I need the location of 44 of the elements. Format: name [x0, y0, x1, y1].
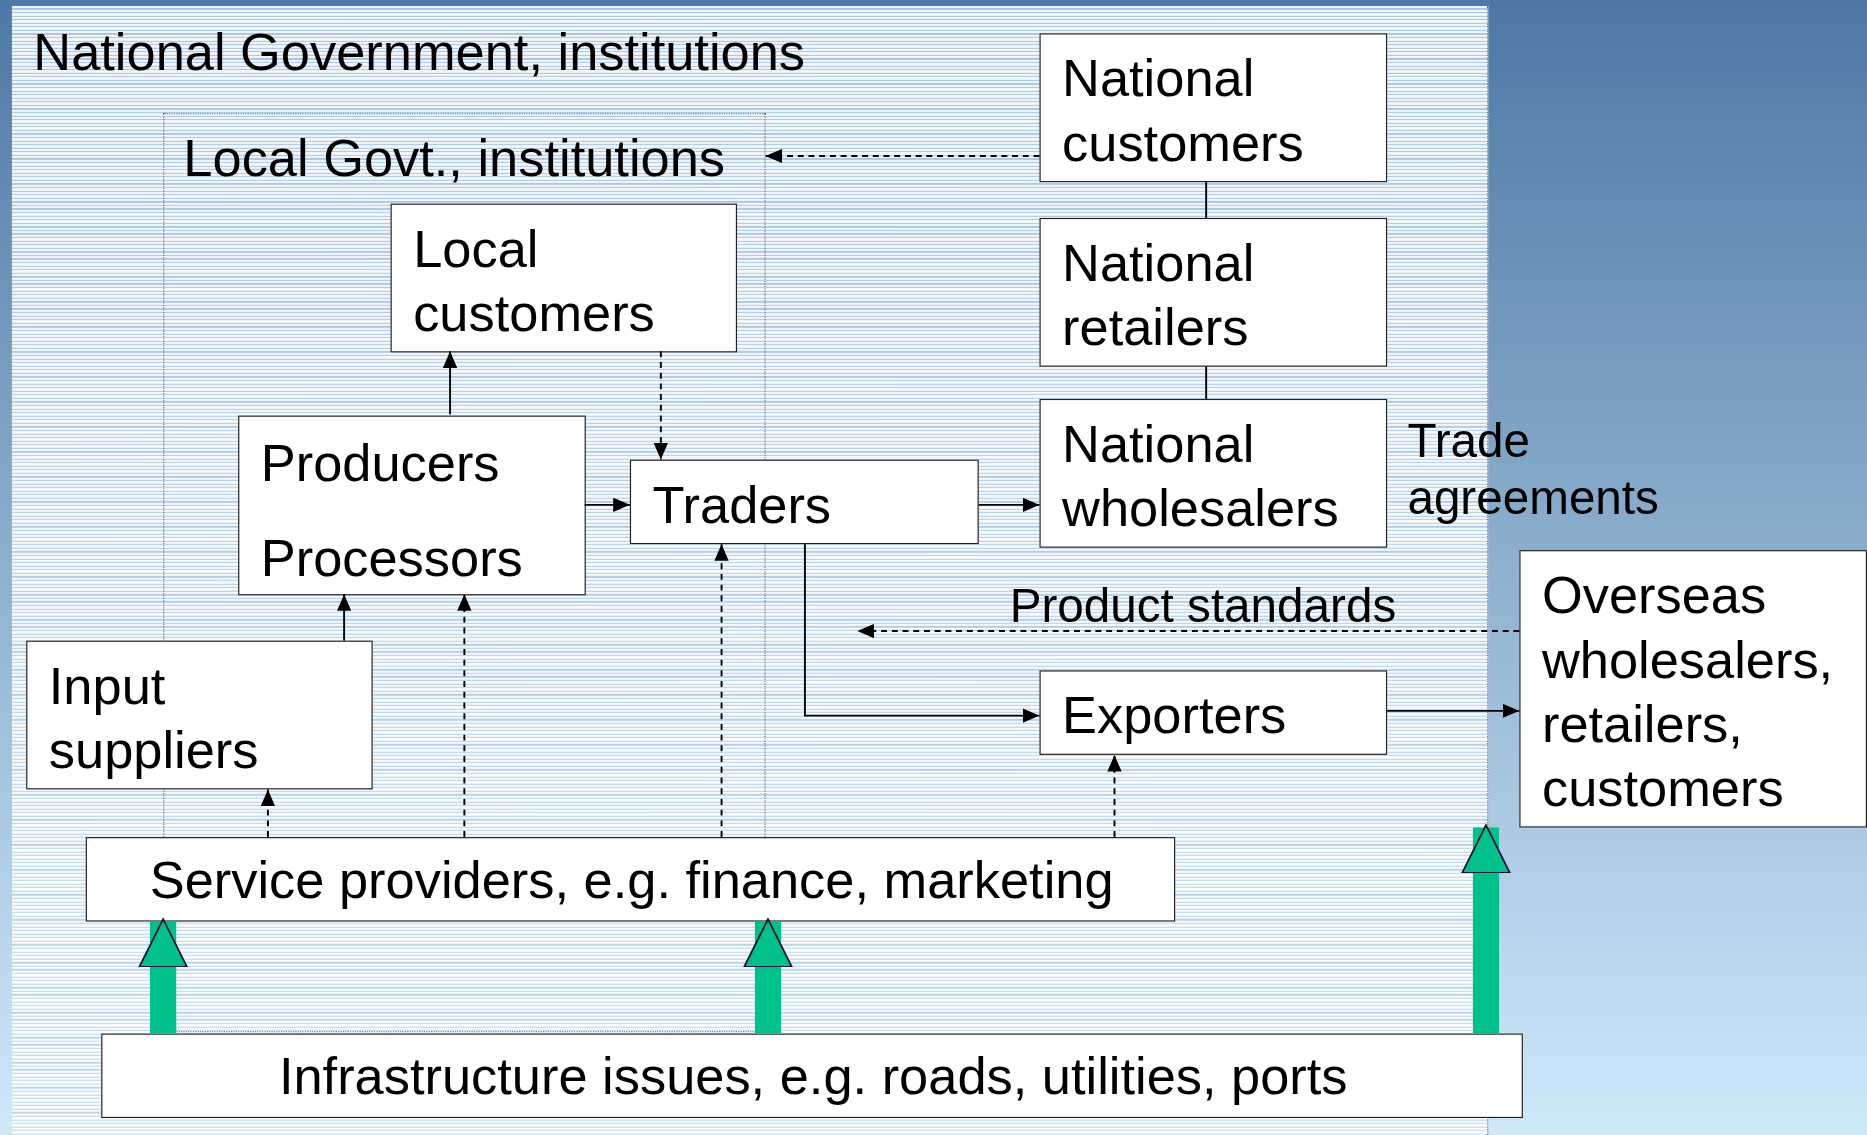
node-label: National retailers — [1062, 232, 1256, 358]
arrow — [714, 543, 729, 838]
arrow — [260, 788, 276, 838]
arrow — [336, 593, 352, 642]
producer-box — [238, 415, 586, 596]
block-arrow — [743, 918, 793, 1034]
region-title: Local Govt., institutions — [183, 127, 726, 189]
note-label: Trade agreements — [1407, 413, 1660, 526]
connector-line — [1205, 181, 1208, 219]
node-label: Exporters — [1062, 684, 1288, 747]
arrow — [977, 497, 1041, 512]
arrow — [803, 543, 1041, 723]
node-label: Service providers, e.g. finance, marketing — [148, 849, 1115, 911]
arrow — [1386, 703, 1521, 718]
node-label: National customers — [1062, 47, 1305, 174]
supplier-box — [26, 640, 373, 790]
arrow — [583, 497, 631, 512]
customer-box — [390, 203, 738, 353]
block-arrow — [138, 918, 188, 1034]
node-label: Local customers — [413, 218, 656, 344]
arrow — [764, 148, 1041, 164]
arrow — [856, 623, 1521, 639]
customer-box — [1039, 33, 1388, 183]
service-provider-box — [85, 837, 1176, 922]
arrow — [1107, 753, 1122, 838]
overseas-box — [1519, 550, 1867, 828]
node-label: Infrastructure issues, e.g. roads, utilities, ports — [277, 1045, 1349, 1107]
wholesaler-box — [1039, 398, 1388, 548]
node-label: Traders — [652, 474, 833, 536]
node-label: Producers — [260, 432, 501, 494]
exporter-box — [1039, 670, 1388, 755]
arrow — [653, 350, 668, 461]
node-label: National wholesalers — [1062, 413, 1340, 539]
connector-line — [1205, 365, 1208, 400]
edge-label: Product standards — [1009, 577, 1397, 634]
trader-box — [629, 459, 979, 545]
region-title: National Government, institutions — [33, 21, 807, 83]
retailer-box — [1039, 217, 1388, 367]
node-label: Overseas wholesalers, retailers, customers — [1541, 564, 1835, 819]
node-label: Processors — [260, 527, 524, 589]
node-label: Input suppliers — [48, 655, 260, 781]
block-arrow — [1461, 824, 1511, 1034]
arrow — [442, 350, 458, 416]
arrow — [457, 593, 472, 838]
